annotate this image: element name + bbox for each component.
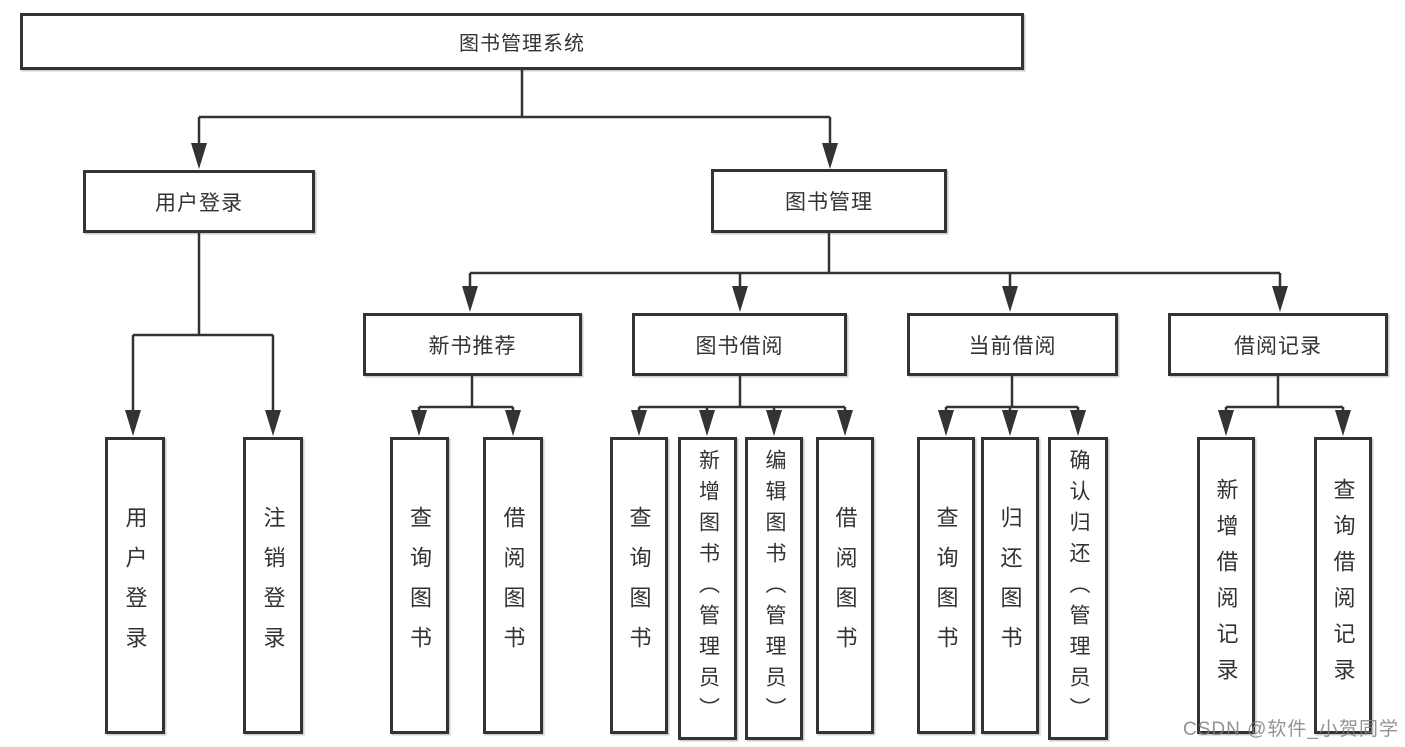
leaf-add-book-admin: 新增图书（管理员） — [678, 437, 737, 740]
node-new-book-rec: 新书推荐 — [363, 313, 582, 376]
leaf-current-query-book: 查询图书 — [917, 437, 975, 734]
node-book-borrow-label: 图书借阅 — [695, 334, 784, 358]
node-user-login-label: 用户登录 — [155, 191, 243, 215]
leaf-borrow-book: 借阅图书 — [816, 437, 874, 734]
node-borrow-record-label: 借阅记录 — [1234, 334, 1322, 358]
leaf-edit-book-admin-label: 编辑图书（管理员） — [763, 449, 787, 728]
node-book-mgmt: 图书管理 — [711, 169, 947, 233]
leaf-return-book: 归还图书 — [981, 437, 1039, 734]
node-current-borrow-label: 当前借阅 — [968, 334, 1057, 358]
leaf-query-borrow-record-label: 查询借阅记录 — [1330, 477, 1356, 694]
leaf-confirm-return-admin-label: 确认归还（管理员） — [1067, 449, 1091, 728]
node-root: 图书管理系统 — [20, 13, 1024, 70]
arrowheads — [125, 143, 1351, 436]
leaf-query-borrow-record: 查询借阅记录 — [1314, 437, 1372, 734]
leaf-newrec-query-book-label: 查询图书 — [407, 505, 433, 666]
node-root-label: 图书管理系统 — [459, 33, 585, 55]
leaf-current-query-book-label: 查询图书 — [933, 505, 959, 666]
leaf-borrow-query-book-label: 查询图书 — [626, 505, 652, 666]
leaf-newrec-query-book: 查询图书 — [390, 437, 449, 734]
leaf-add-borrow-record: 新增借阅记录 — [1197, 437, 1255, 734]
leaf-newrec-borrow-book-label: 借阅图书 — [500, 505, 526, 666]
leaf-logout-label: 注销登录 — [260, 505, 286, 666]
csdn-watermark: CSDN @软件_小贺同学 — [1183, 719, 1399, 740]
node-user-login: 用户登录 — [83, 170, 315, 233]
node-new-book-rec-label: 新书推荐 — [428, 334, 517, 358]
leaf-user-login-label: 用户登录 — [122, 505, 148, 666]
node-borrow-record: 借阅记录 — [1168, 313, 1388, 376]
leaf-add-book-admin-label: 新增图书（管理员） — [696, 449, 720, 728]
leaf-add-borrow-record-label: 新增借阅记录 — [1213, 477, 1239, 694]
leaf-borrow-query-book: 查询图书 — [610, 437, 668, 734]
leaf-return-book-label: 归还图书 — [997, 505, 1023, 666]
leaf-borrow-book-label: 借阅图书 — [832, 505, 858, 666]
leaf-edit-book-admin: 编辑图书（管理员） — [745, 437, 803, 740]
leaf-newrec-borrow-book: 借阅图书 — [483, 437, 543, 734]
node-current-borrow: 当前借阅 — [907, 313, 1118, 376]
node-book-mgmt-label: 图书管理 — [785, 191, 873, 214]
node-book-borrow: 图书借阅 — [632, 313, 847, 376]
leaf-confirm-return-admin: 确认归还（管理员） — [1048, 437, 1108, 740]
leaf-logout: 注销登录 — [243, 437, 303, 734]
leaf-user-login: 用户登录 — [105, 437, 165, 734]
